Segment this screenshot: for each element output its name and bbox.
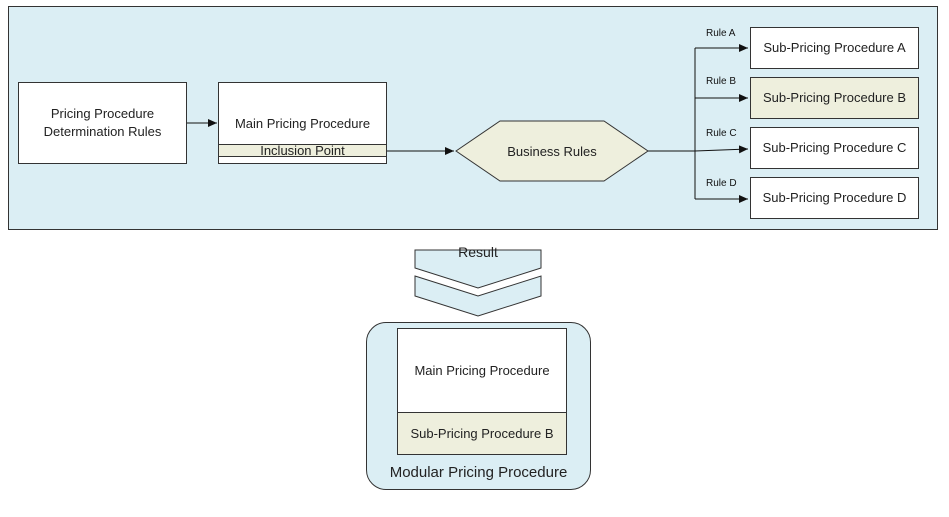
arrow-rule-c bbox=[694, 145, 749, 154]
sub-pricing-procedure-b: Sub-Pricing Procedure B bbox=[750, 77, 919, 119]
inclusion-point: Inclusion Point bbox=[218, 143, 387, 158]
rule-a-label: Rule A bbox=[706, 28, 736, 39]
modular-pricing-procedure-title: Modular Pricing Procedure bbox=[389, 464, 568, 481]
rule-b-label: Rule B bbox=[706, 76, 737, 87]
rule-c-label: Rule C bbox=[706, 128, 737, 139]
rule-d-label: Rule D bbox=[706, 178, 737, 189]
sub-pricing-procedure-a: Sub-Pricing Procedure A bbox=[750, 27, 919, 69]
sub-pricing-procedure-c-label: Sub-Pricing Procedure C bbox=[762, 140, 907, 155]
sub-pricing-procedure-d-label: Sub-Pricing Procedure D bbox=[762, 190, 907, 205]
business-rules-label: Business Rules bbox=[507, 143, 597, 159]
modular-main-label: Main Pricing Procedure bbox=[414, 362, 550, 378]
determination-rules-label: Pricing Procedure Determination Rules bbox=[43, 106, 162, 139]
inclusion-point-label: Inclusion Point bbox=[260, 143, 345, 158]
modular-main-pricing-procedure: Main Pricing Procedure bbox=[397, 328, 567, 413]
modular-sub-label: Sub-Pricing Procedure B bbox=[410, 425, 554, 441]
sub-pricing-procedure-d: Sub-Pricing Procedure D bbox=[750, 177, 919, 219]
result-label: Result bbox=[458, 244, 498, 260]
sub-pricing-procedure-a-label: Sub-Pricing Procedure A bbox=[763, 40, 906, 55]
result-chevron-top bbox=[414, 249, 542, 289]
main-pricing-procedure-label: Main Pricing Procedure bbox=[234, 116, 371, 131]
sub-pricing-procedure-c: Sub-Pricing Procedure C bbox=[750, 127, 919, 169]
sub-pricing-procedure-b-label: Sub-Pricing Procedure B bbox=[762, 90, 907, 105]
determination-rules-box: Pricing Procedure Determination Rules bbox=[18, 82, 187, 164]
result-chevron-bottom bbox=[414, 275, 542, 317]
modular-sub-pricing-procedure-b: Sub-Pricing Procedure B bbox=[397, 412, 567, 455]
